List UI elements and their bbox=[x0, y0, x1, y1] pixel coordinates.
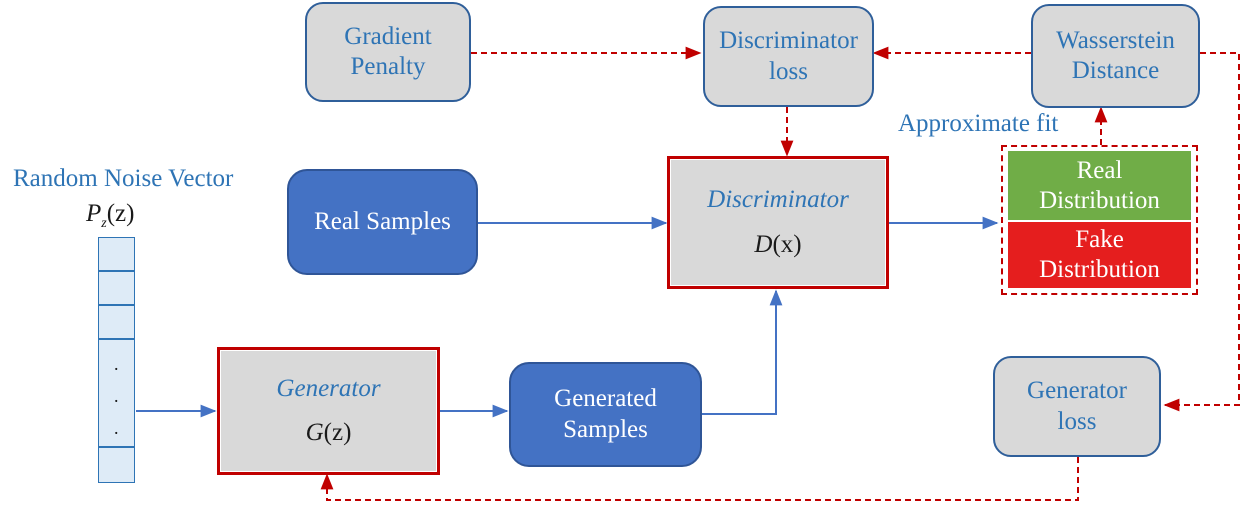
discriminator-function: D(x) bbox=[754, 230, 801, 261]
fake-distribution-box: Fake Distribution bbox=[1008, 222, 1191, 288]
fake-distribution-label: Fake Distribution bbox=[1039, 226, 1160, 283]
discriminator-loss-label: Discriminator loss bbox=[719, 27, 858, 85]
noise-dot: . bbox=[114, 418, 119, 438]
noise-symbol: P bbox=[86, 200, 102, 227]
real-distribution-label: Real Distribution bbox=[1039, 156, 1160, 214]
discriminator-argument: (x) bbox=[772, 230, 802, 258]
edge-generator-loss-to-generator bbox=[320, 457, 1079, 501]
noise-dot: . bbox=[114, 354, 119, 374]
noise-cell bbox=[98, 339, 135, 447]
generator-loss-label: Generator loss bbox=[1027, 377, 1127, 435]
generator-function: G(z) bbox=[306, 418, 352, 449]
random-noise-vector-label: Random Noise Vector bbox=[13, 165, 234, 192]
generator-name: Generator bbox=[276, 374, 381, 402]
discriminator-box: Discriminator D(x) bbox=[667, 156, 889, 289]
noise-cell bbox=[98, 271, 135, 305]
noise-vector: . . . bbox=[98, 237, 135, 483]
real-distribution-box: Real Distribution bbox=[1008, 151, 1191, 220]
noise-cell bbox=[98, 447, 135, 483]
discriminator-symbol: D bbox=[754, 230, 773, 258]
real-samples-label: Real Samples bbox=[314, 207, 451, 235]
noise-distribution-symbol: Pz(z) bbox=[86, 200, 134, 232]
gradient-penalty-box: Gradient Penalty bbox=[305, 2, 471, 102]
discriminator-name: Discriminator bbox=[707, 186, 849, 213]
noise-cell bbox=[98, 237, 135, 271]
noise-subscript: z bbox=[101, 216, 107, 231]
approximate-fit-label: Approximate fit bbox=[898, 110, 1059, 137]
generated-samples-box: Generated Samples bbox=[509, 362, 702, 467]
discriminator-loss-box: Discriminator loss bbox=[703, 6, 874, 107]
generator-loss-box: Generator loss bbox=[993, 356, 1161, 457]
generated-samples-label: Generated Samples bbox=[554, 385, 657, 443]
generator-box: Generator G(z) bbox=[217, 347, 440, 475]
noise-cell bbox=[98, 305, 135, 339]
generator-symbol: G bbox=[305, 419, 324, 446]
noise-dot: . bbox=[114, 386, 119, 406]
distributions-frame: Real Distribution Fake Distribution bbox=[1001, 145, 1198, 295]
gradient-penalty-label: Gradient Penalty bbox=[344, 22, 432, 81]
wasserstein-distance-label: Wasserstein Distance bbox=[1056, 26, 1175, 85]
noise-argument: (z) bbox=[106, 200, 135, 227]
real-samples-box: Real Samples bbox=[287, 169, 478, 275]
edge-wasserstein-to-generator-loss bbox=[1163, 52, 1240, 412]
wasserstein-distance-box: Wasserstein Distance bbox=[1031, 4, 1200, 108]
edge-generated-samples-to-discriminator bbox=[702, 289, 783, 415]
generator-argument: (z) bbox=[323, 419, 352, 446]
